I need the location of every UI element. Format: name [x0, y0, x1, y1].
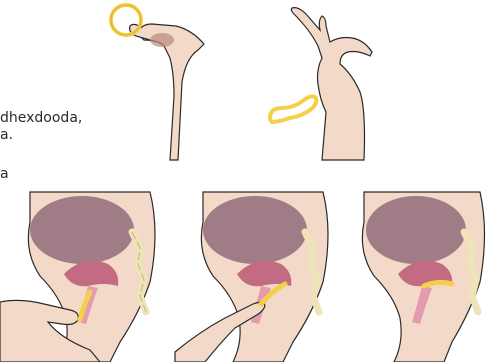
palm-shadow [150, 33, 174, 47]
instruction-text-line-1: dhexdooda, [0, 110, 82, 126]
ring-edge [111, 5, 141, 35]
illustration-insert-push [175, 192, 335, 362]
illustration-insert-start [0, 192, 165, 362]
illustration-ring-placed [340, 192, 489, 362]
hand [291, 8, 372, 160]
instruction-text-line-3: a [0, 166, 9, 182]
illustration-squeeze-ring [100, 0, 210, 160]
illustration-fold-ring [260, 0, 390, 160]
bladder [366, 196, 466, 264]
instruction-text-line-2: a. [0, 127, 13, 143]
folded-ring-icon [270, 96, 316, 122]
bladder [203, 196, 307, 264]
bladder [30, 196, 134, 264]
